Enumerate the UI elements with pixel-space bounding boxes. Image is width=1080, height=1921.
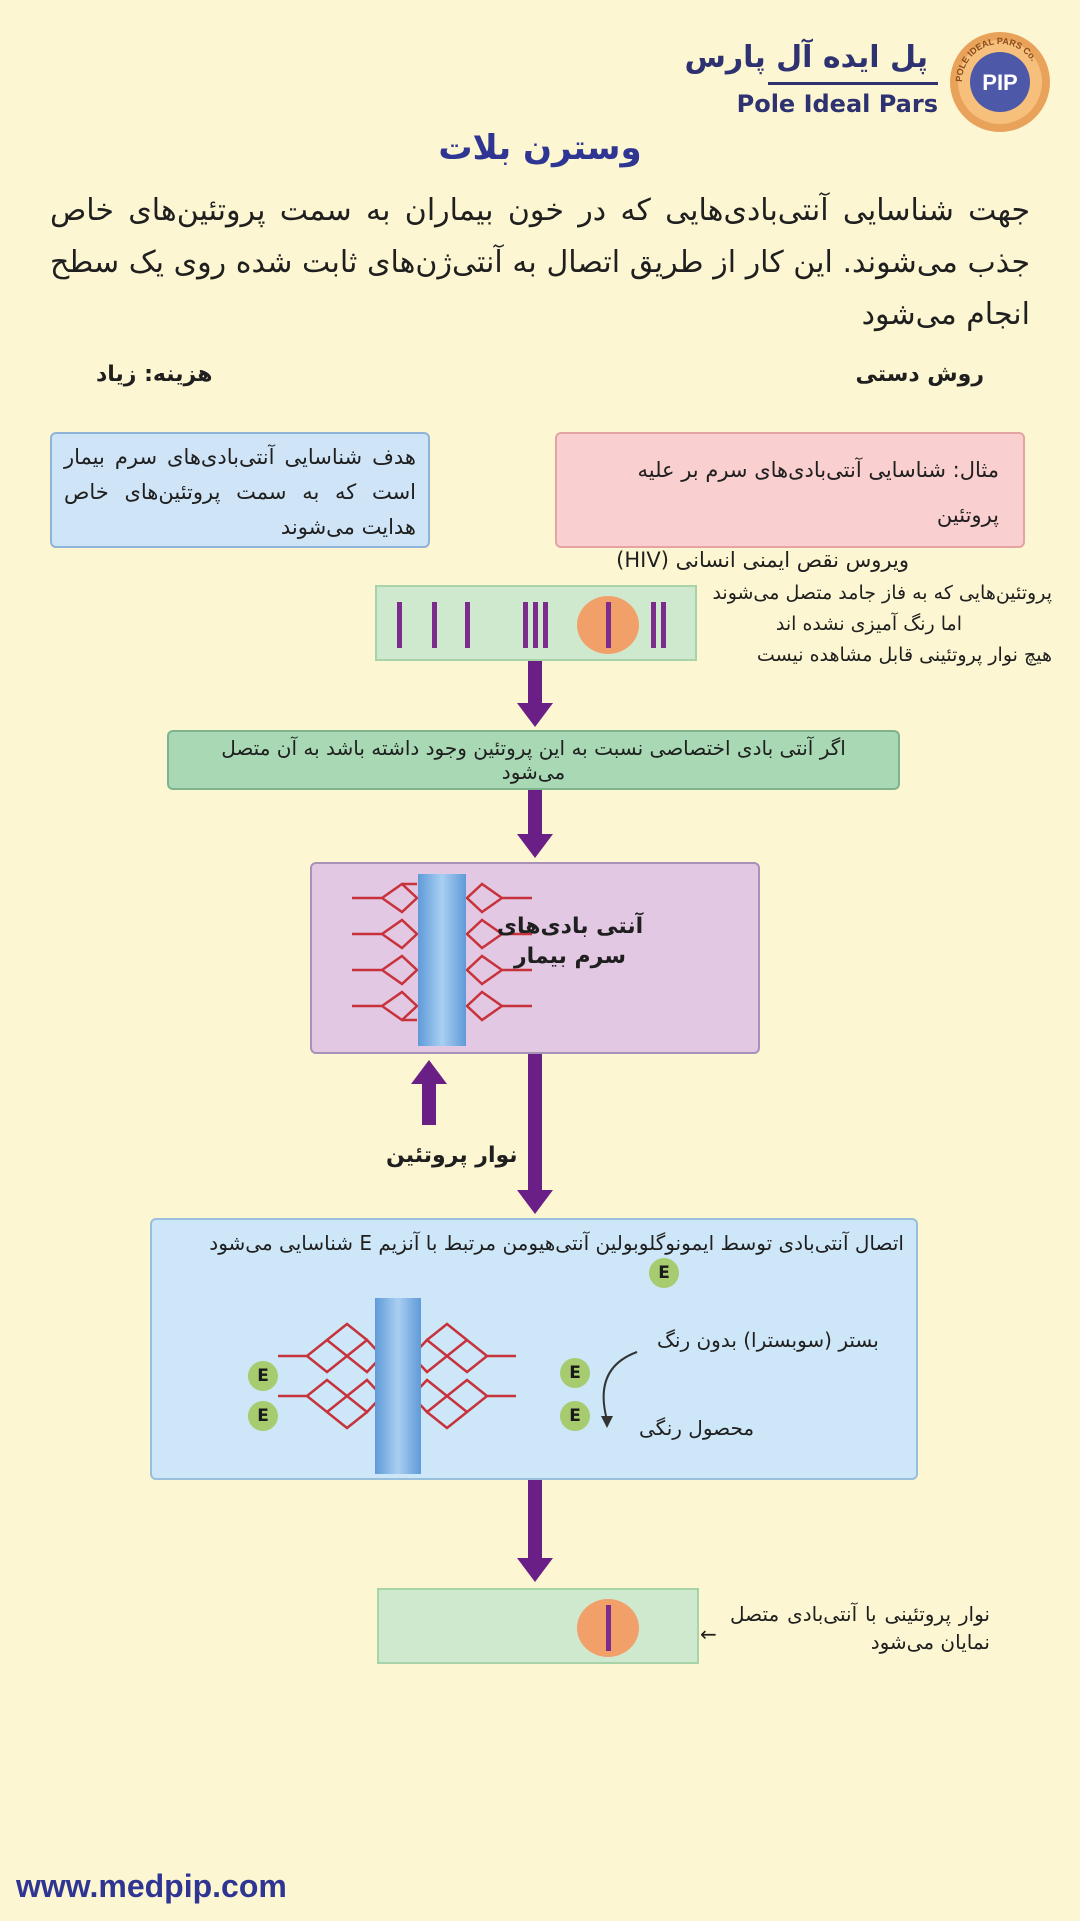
enzyme-badge: E: [248, 1401, 278, 1431]
enzyme-badge: E: [649, 1258, 679, 1288]
serum-antibodies-box: آنتی بادی‌های سرم بیمار: [310, 862, 760, 1054]
protein-band-arrow-head: [411, 1060, 447, 1084]
binding-text: اگر آنتی بادی اختصاصی نسبت به این پروتئی…: [221, 736, 846, 784]
product-label: محصول رنگی: [639, 1416, 755, 1440]
protein-band-arrow-shaft: [422, 1083, 436, 1125]
result-strip: [377, 1588, 699, 1664]
example-line-1: مثال: شناسایی آنتی‌بادی‌های سرم بر علیه …: [637, 458, 999, 527]
goal-box: هدف شناسایی آنتی‌بادی‌های سرم بیمار است …: [50, 432, 430, 548]
protein-band: [661, 602, 666, 648]
antibody-illustration: [352, 874, 532, 1046]
flow-arrow-head: [517, 703, 553, 727]
result-note: نوار پروتئینی با آنتی‌بادی متصل نمایان م…: [730, 1602, 990, 1654]
example-text: مثال: شناسایی آنتی‌بادی‌های سرم بر علیه …: [573, 448, 999, 583]
flow-arrow-shaft: [528, 1054, 542, 1192]
flow-arrow-shaft: [528, 661, 542, 705]
example-line-2: ویروس نقص ایمنی انسانی (HIV): [616, 548, 909, 572]
protein-band: [606, 602, 611, 648]
result-pointer-arrow: ←: [700, 1622, 717, 1646]
detection-box: اتصال آنتی‌بادی توسط ایمونوگلوبولین آنتی…: [150, 1218, 918, 1480]
protein-band: [651, 602, 656, 648]
example-box: مثال: شناسایی آنتی‌بادی‌های سرم بر علیه …: [555, 432, 1025, 572]
strip-note-line-3: هیچ نوار پروتئینی قابل مشاهده نیست: [756, 644, 1052, 666]
logo-seal-icon: PIP POLE IDEAL PARS Co.: [950, 32, 1050, 132]
protein-band: [432, 602, 437, 648]
visible-protein-band: [606, 1605, 611, 1651]
page-title: وسترن بلات: [438, 128, 642, 168]
binding-box: اگر آنتی بادی اختصاصی نسبت به این پروتئی…: [167, 730, 900, 790]
enzyme-badge: E: [560, 1401, 590, 1431]
strip-note-line-1: پروتئین‌هایی که به فاز جامد متصل می‌شوند: [712, 582, 1052, 604]
protein-band: [465, 602, 470, 648]
goal-text: هدف شناسایی آنتی‌بادی‌های سرم بیمار است …: [64, 445, 416, 539]
protein-band: [543, 602, 548, 648]
flow-arrow-shaft: [528, 1480, 542, 1560]
protein-band: [397, 602, 402, 648]
flow-arrow-head: [517, 1190, 553, 1214]
reaction-curve-arrow: [601, 1351, 638, 1428]
method-label: روش دستی: [855, 362, 984, 387]
membrane-strip: [375, 585, 697, 661]
strip-note: پروتئین‌هایی که به فاز جامد متصل می‌شوند…: [712, 578, 1052, 671]
flow-arrow-shaft: [528, 790, 542, 836]
substrate-label: بستر (سوبسترا) بدون رنگ: [657, 1328, 879, 1352]
svg-text:PIP: PIP: [982, 70, 1017, 95]
protein-band-label: نوار پروتئین: [386, 1143, 518, 1168]
strip-note-line-2: اما رنگ آمیزی نشده اند: [775, 613, 962, 635]
website-url[interactable]: www.medpip.com: [16, 1868, 287, 1904]
serum-label: آنتی بادی‌های سرم بیمار: [496, 914, 644, 969]
protein-band: [523, 602, 528, 648]
cost-label: هزینه: زیاد: [96, 362, 213, 387]
detection-text: اتصال آنتی‌بادی توسط ایمونوگلوبولین آنتی…: [209, 1231, 904, 1255]
enzyme-badge: E: [248, 1361, 278, 1391]
enzyme-badge: E: [560, 1358, 590, 1388]
intro-paragraph: جهت شناسایی آنتی‌بادی‌هایی که در خون بیم…: [50, 193, 1030, 332]
flow-arrow-head: [517, 1558, 553, 1582]
logo-text-en: Pole Ideal Pars: [736, 90, 938, 118]
logo-divider: [768, 82, 938, 85]
logo-text-fa: پل ایده آل پارس: [684, 40, 928, 75]
flow-arrow-head: [517, 834, 553, 858]
protein-band: [533, 602, 538, 648]
detection-illustration: [278, 1298, 516, 1474]
